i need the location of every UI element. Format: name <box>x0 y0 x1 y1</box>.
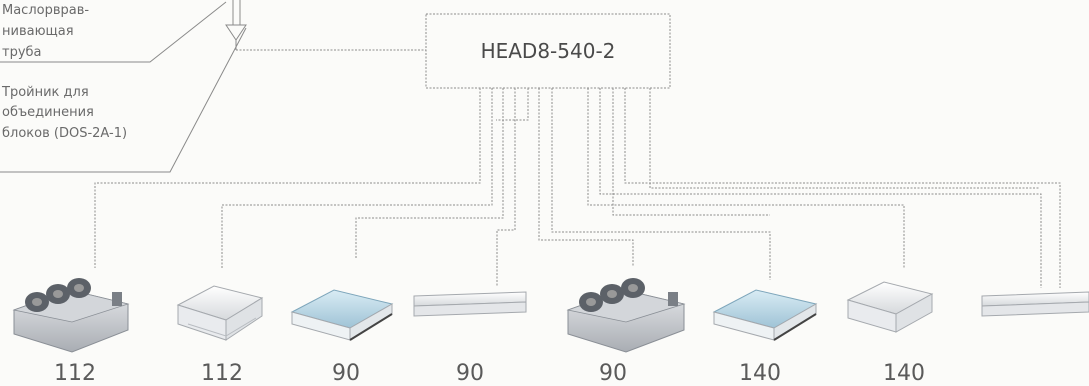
capacity-label: 90 <box>456 361 484 386</box>
capacity-label: 140 <box>883 361 925 386</box>
indoor-unit-1 <box>12 278 130 353</box>
outdoor-unit-model: HEAD8-540-2 <box>481 39 616 63</box>
cassette-unit-icon <box>176 285 264 341</box>
ducted-unit-icon <box>12 278 130 353</box>
indoor-unit-2 <box>176 285 264 341</box>
callout-leaders <box>0 1 247 173</box>
callout-line: объединения <box>2 105 94 120</box>
capacity-label: 90 <box>332 361 360 386</box>
capacity-labels: 112 112 90 90 90 140 140 <box>54 361 925 386</box>
tee-joint-icon <box>225 24 426 51</box>
svg-text:Тройник для: Тройник для <box>1 85 89 100</box>
callout-tee-joint: Тройник для объединения блоков (DOS-2A-1… <box>1 85 127 141</box>
wall-panel-unit-icon <box>981 291 1089 317</box>
svg-text:Маслорврав-: Маслорврав- <box>2 3 89 18</box>
callout-line: нивающая <box>2 24 74 39</box>
oil-equalizing-pipe <box>232 0 241 25</box>
callout-line: блоков (DOS-2A-1) <box>2 126 127 141</box>
callout-oil-pipe: Маслорврав- нивающая труба <box>2 3 89 60</box>
cassette-unit-icon <box>290 289 394 341</box>
indoor-unit-5 <box>566 278 686 353</box>
callout-line: труба <box>2 45 42 60</box>
callout-line: Маслорврав- <box>2 3 89 18</box>
branch-pipes <box>94 88 1061 288</box>
svg-text:блоков (DOS-2A-1): блоков (DOS-2A-1) <box>2 126 127 141</box>
indoor-unit-4 <box>413 291 527 317</box>
svg-text:объединения: объединения <box>2 105 94 120</box>
cassette-unit-icon <box>712 289 818 341</box>
indoor-unit-7 <box>846 281 934 333</box>
capacity-label: 90 <box>599 361 627 386</box>
indoor-unit-6 <box>712 289 818 341</box>
capacity-label: 140 <box>739 361 781 386</box>
capacity-label: 112 <box>54 361 96 386</box>
indoor-unit-8 <box>981 291 1089 317</box>
ducted-unit-icon <box>566 278 686 353</box>
wall-panel-unit-icon <box>413 291 527 317</box>
svg-text:нивающая: нивающая <box>2 24 74 39</box>
cassette-unit-icon <box>846 281 934 333</box>
capacity-label: 112 <box>201 361 243 386</box>
indoor-unit-3 <box>290 289 394 341</box>
svg-text:труба: труба <box>2 45 42 60</box>
outdoor-unit-box: HEAD8-540-2 <box>425 13 671 89</box>
callout-line: Тройник для <box>1 85 89 100</box>
